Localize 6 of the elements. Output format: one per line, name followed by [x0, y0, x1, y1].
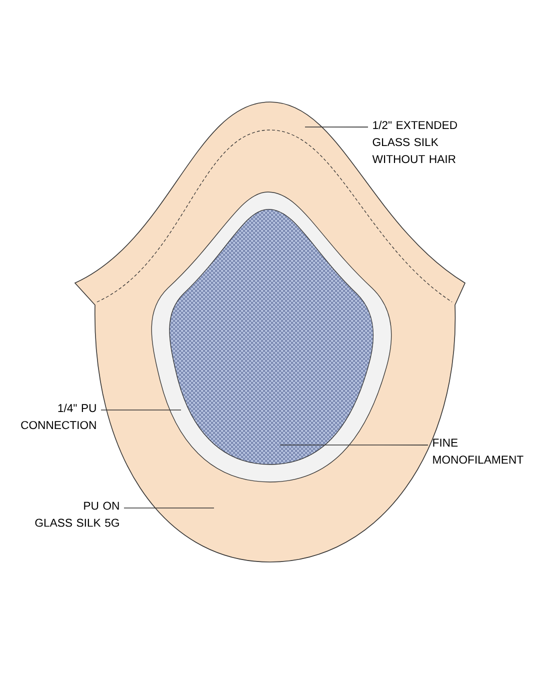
leader-line: [304, 126, 368, 128]
leader-line: [280, 444, 428, 446]
callout-label: PU ON GLASS SILK 5G: [35, 502, 119, 527]
callout-label: FINE MONOFILAMENT: [433, 438, 524, 464]
callout-label: 1/4" PU CONNECTION: [21, 404, 96, 430]
callout-label: 1/2" EXTENDED GLASS SILK WITHOUT HAIR: [372, 120, 457, 164]
